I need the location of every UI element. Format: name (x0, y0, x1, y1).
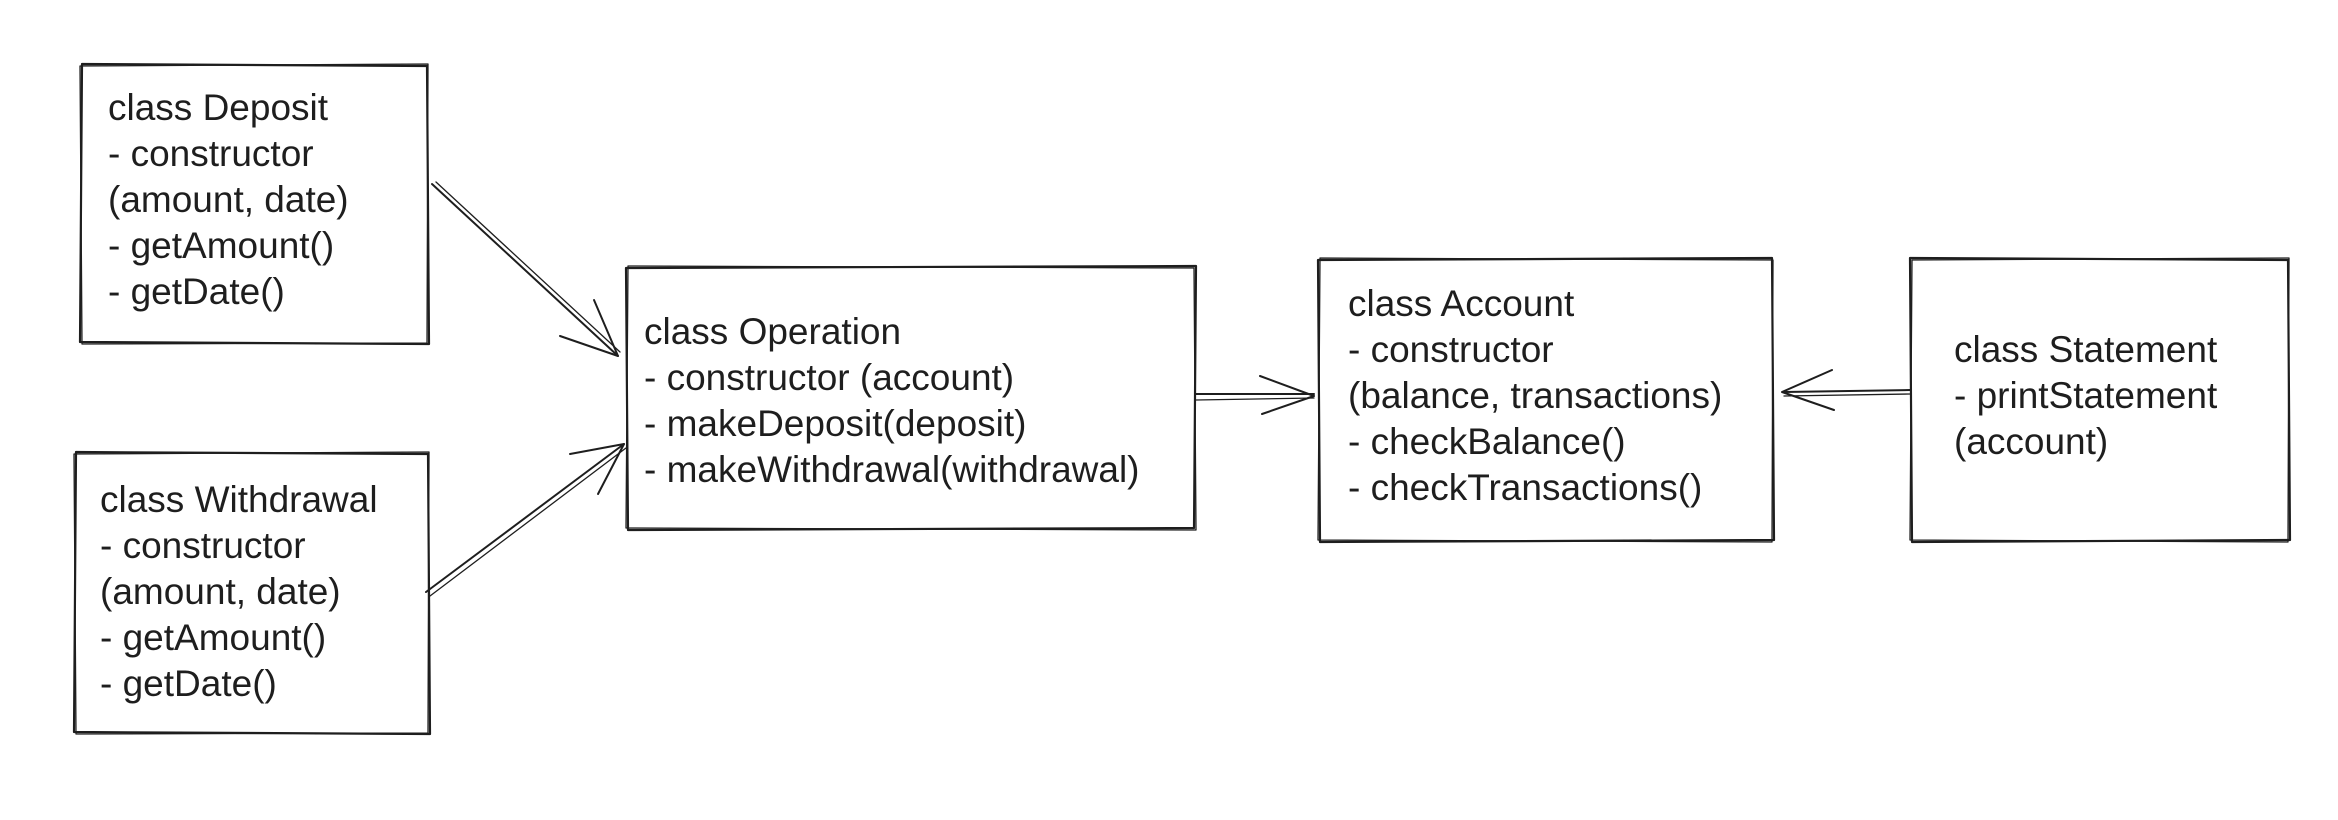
withdrawal-line-2: (amount, date) (100, 571, 341, 612)
withdrawal-line-4: - getDate() (100, 663, 277, 704)
deposit-line-3: - getAmount() (108, 225, 334, 266)
arrow-deposit-to-operation (431, 181, 621, 357)
arrow-operation-to-account (1195, 375, 1315, 415)
account-class-box[interactable]: class Account - constructor (balance, tr… (1316, 256, 1776, 544)
withdrawal-line-1: - constructor (100, 525, 306, 566)
deposit-line-1: - constructor (108, 133, 314, 174)
operation-line-2: - makeDeposit(deposit) (644, 403, 1026, 444)
operation-line-0: class Operation (644, 311, 901, 352)
statement-line-1: - printStatement (1954, 375, 2218, 416)
operation-line-3: - makeWithdrawal(withdrawal) (644, 449, 1140, 490)
arrow-statement-to-account (1781, 369, 1911, 411)
deposit-line-0: class Deposit (108, 87, 329, 128)
deposit-line-2: (amount, date) (108, 179, 349, 220)
operation-class-box[interactable]: class Operation - constructor (account) … (624, 264, 1198, 532)
withdrawal-line-0: class Withdrawal (100, 479, 378, 520)
operation-line-1: - constructor (account) (644, 357, 1014, 398)
withdrawal-class-box[interactable]: class Withdrawal - constructor (amount, … (72, 450, 432, 736)
deposit-class-box[interactable]: class Deposit - constructor (amount, dat… (78, 62, 431, 346)
account-line-3: - checkBalance() (1348, 421, 1626, 462)
statement-class-box[interactable]: class Statement - printStatement (accoun… (1908, 256, 2292, 544)
withdrawal-line-3: - getAmount() (100, 617, 326, 658)
statement-line-2: (account) (1954, 421, 2108, 462)
arrow-withdrawal-to-operation (425, 443, 627, 597)
account-line-1: - constructor (1348, 329, 1554, 370)
deposit-line-4: - getDate() (108, 271, 285, 312)
account-line-4: - checkTransactions() (1348, 467, 1702, 508)
statement-line-0: class Statement (1954, 329, 2218, 370)
account-line-0: class Account (1348, 283, 1575, 324)
account-line-2: (balance, transactions) (1348, 375, 1722, 416)
